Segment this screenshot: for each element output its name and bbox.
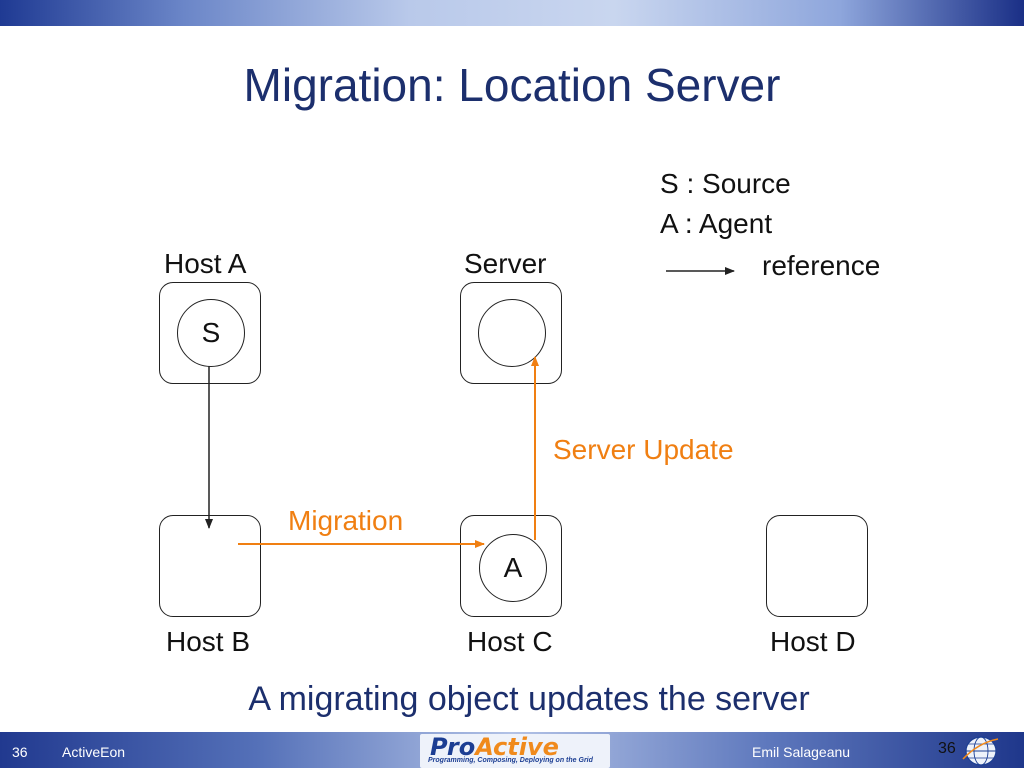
host-c-label: Host C <box>467 626 553 657</box>
legend-source: S : Source <box>660 168 791 199</box>
proactive-logo: ProActive <box>430 733 559 761</box>
slide-title: Migration: Location Server <box>243 59 781 111</box>
legend-agent: A : Agent <box>660 208 773 239</box>
server-update-label: Server Update <box>553 434 734 465</box>
legend-reference: reference <box>762 250 881 281</box>
page-number-right: 36 <box>938 740 956 757</box>
footer-logo-panel <box>420 734 610 768</box>
server-node <box>478 299 546 367</box>
host-d-label: Host D <box>770 626 856 657</box>
logo-active: Active <box>475 733 559 761</box>
server-label: Server <box>464 248 547 279</box>
footer-company: ActiveEon <box>62 744 126 760</box>
slide-caption: A migrating object updates the server <box>248 680 810 718</box>
migration-label: Migration <box>288 505 404 536</box>
footer-author: Emil Salageanu <box>752 744 851 760</box>
host-b-box <box>159 515 261 617</box>
top-banner <box>0 0 1024 26</box>
footer-page-number: 36 <box>12 744 28 760</box>
globe-icon <box>962 736 999 766</box>
host-b-label: Host B <box>166 626 251 657</box>
logo-pro: Pro <box>430 733 476 761</box>
host-d-box <box>766 515 868 617</box>
agent-node: A <box>479 534 547 602</box>
host-a-label: Host A <box>164 248 247 279</box>
source-node: S <box>177 299 245 367</box>
logo-tagline: Programming, Composing, Deploying on the… <box>428 757 593 764</box>
